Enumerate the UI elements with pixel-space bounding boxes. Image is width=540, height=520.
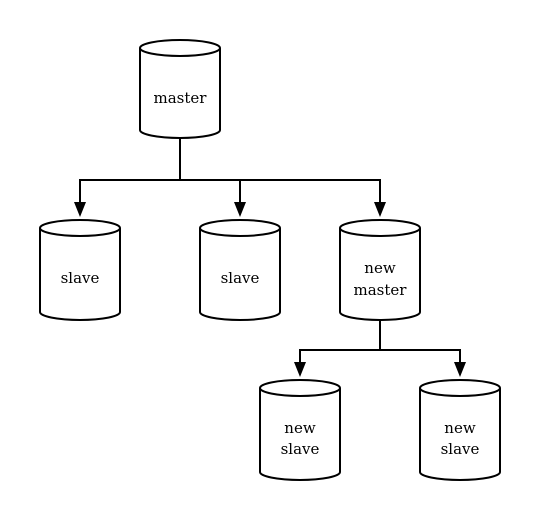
node-slave-1: slave [39, 219, 121, 321]
node-label-line-1: new [284, 419, 316, 437]
node-label: master [154, 89, 208, 107]
database-cylinder-icon [199, 219, 281, 321]
database-cylinder-icon [339, 219, 421, 321]
node-label: slave [61, 269, 100, 287]
database-cylinder-icon [39, 219, 121, 321]
edges-master [74, 138, 386, 217]
node-label: slave [221, 269, 260, 287]
arrowhead-slave-2 [234, 202, 246, 217]
edges-new-master [294, 318, 466, 377]
arrowhead-new-slave-2 [454, 362, 466, 377]
node-new-master: new master [339, 219, 421, 321]
arrowhead-new-master [374, 202, 386, 217]
database-cylinder-icon [259, 379, 341, 481]
node-label-line-2: slave [281, 440, 320, 458]
arrowhead-slave-1 [74, 202, 86, 217]
database-cylinder-icon [419, 379, 501, 481]
node-label-line-1: new [444, 419, 476, 437]
arrowhead-new-slave-1 [294, 362, 306, 377]
database-cylinder-icon [139, 39, 221, 139]
node-master: master [139, 39, 221, 139]
node-new-slave-1: new slave [259, 379, 341, 481]
node-label-line-2: master [354, 281, 408, 299]
node-label-line-2: slave [441, 440, 480, 458]
node-slave-2: slave [199, 219, 281, 321]
node-new-slave-2: new slave [419, 379, 501, 481]
node-label-line-1: new [364, 259, 396, 277]
